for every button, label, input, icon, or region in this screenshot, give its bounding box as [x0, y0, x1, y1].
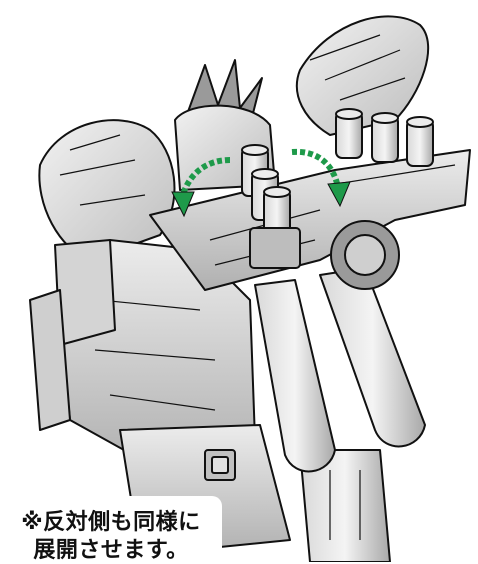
booster-cylinder-left: [254, 279, 336, 473]
rear-shoulder-shield: [295, 15, 430, 136]
caption-line-2: 展開させます。: [33, 538, 189, 563]
caption-panel: [0, 496, 222, 562]
caption-line-1: ※反対側も同様に: [21, 510, 201, 535]
hinge-block: [249, 227, 301, 269]
booster-cylinder-right: [319, 267, 426, 448]
left-shoulder-armor: [38, 119, 176, 261]
rotate-arrow-left-icon: [171, 157, 231, 218]
missile-pod-arm: [149, 149, 471, 291]
rotate-arrow-right-icon: [291, 148, 351, 208]
leg-front: [299, 449, 391, 562]
